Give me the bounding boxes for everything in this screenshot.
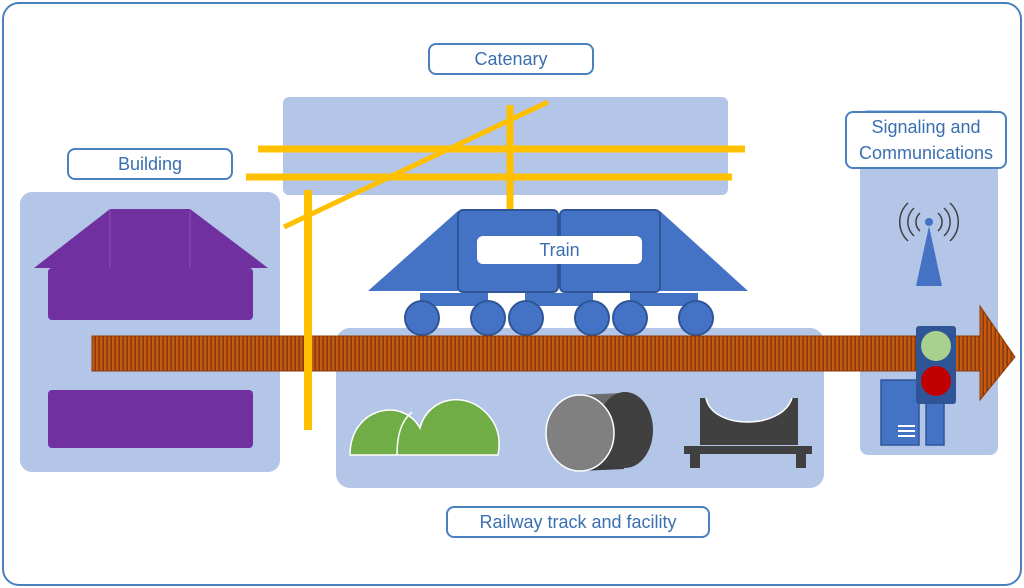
pipe-icon xyxy=(545,392,653,472)
building-block xyxy=(48,390,253,448)
wheel xyxy=(574,300,610,336)
bridge-icon xyxy=(684,397,812,468)
wheel xyxy=(470,300,506,336)
wheel xyxy=(508,300,544,336)
railway-label: Railway track and facility xyxy=(446,506,710,538)
server-icon xyxy=(880,379,945,446)
radio-tower-icon xyxy=(899,202,959,286)
house-icon xyxy=(34,209,268,448)
bush-icon xyxy=(349,398,500,456)
wheel xyxy=(404,300,440,336)
wheel xyxy=(678,300,714,336)
track-arrow xyxy=(91,304,1016,402)
catenary-label: Catenary xyxy=(428,43,594,75)
traffic-light-icon xyxy=(916,326,956,404)
wheel xyxy=(612,300,648,336)
building-label: Building xyxy=(67,148,233,180)
train-label: Train xyxy=(477,236,642,264)
signaling-label: Signaling and Communications xyxy=(845,111,1007,169)
